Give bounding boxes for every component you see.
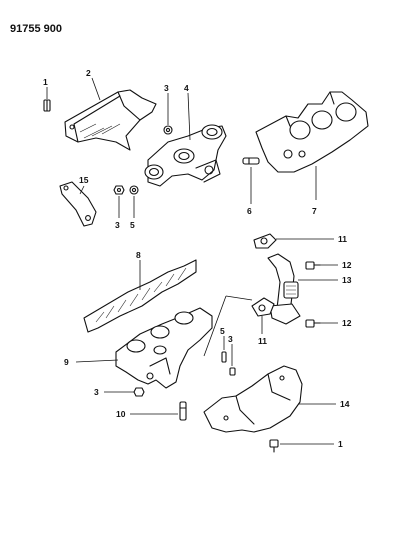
- part-5-washer-mid: [129, 185, 139, 195]
- part-3-nut-top: [163, 125, 173, 135]
- callout-3-bottom: 3: [94, 387, 99, 397]
- callout-3-top: 3: [164, 83, 169, 93]
- part-10-stud: [179, 401, 187, 421]
- part-2-upper-heat-shield: [64, 89, 157, 151]
- callout-5-low: 5: [220, 326, 225, 336]
- part-3-nut-low: [229, 367, 236, 376]
- callout-11-top: 11: [338, 234, 347, 244]
- part-1-bolt-top: [43, 99, 51, 112]
- part-4-front-exhaust-manifold: [144, 124, 227, 187]
- part-8-heat-shield-strip: [83, 259, 197, 333]
- callout-13: 13: [342, 275, 352, 285]
- part-11-gasket-top: [253, 233, 277, 249]
- part-12-bolt-top: [305, 261, 321, 270]
- callout-5-mid: 5: [130, 220, 135, 230]
- part-12-bolt-bottom: [305, 319, 321, 328]
- callout-12-bottom: 12: [342, 318, 352, 328]
- callout-7: 7: [312, 206, 317, 216]
- document-number: 91755 900: [10, 23, 62, 35]
- part-11-gasket-bottom: [251, 297, 275, 317]
- callout-2: 2: [86, 68, 91, 78]
- callout-4: 4: [184, 83, 189, 93]
- callout-3-low: 3: [228, 334, 233, 344]
- callout-1-top: 1: [43, 77, 48, 87]
- part-3-nut-bottom: [133, 387, 145, 397]
- part-9-rear-exhaust-manifold: [115, 307, 213, 389]
- part-14-lower-heat-shield: [203, 365, 303, 433]
- callout-10: 10: [116, 409, 126, 419]
- callout-6: 6: [247, 206, 252, 216]
- callout-12-top: 12: [342, 260, 352, 270]
- callout-15: 15: [79, 175, 89, 185]
- part-5-stud-low: [221, 351, 227, 363]
- part-7-manifold-gasket-large: [255, 91, 369, 173]
- part-3-nut-mid: [113, 185, 125, 195]
- part-6-stud: [242, 157, 260, 165]
- callout-11-bottom: 11: [258, 336, 267, 346]
- callout-14: 14: [340, 399, 350, 409]
- callout-9: 9: [64, 357, 69, 367]
- callout-3-mid: 3: [115, 220, 120, 230]
- part-1-bolt-bottom: [269, 439, 279, 453]
- callout-1-bottom: 1: [338, 439, 343, 449]
- part-15-bracket: [59, 181, 97, 227]
- callout-8: 8: [136, 250, 141, 260]
- part-13-egr-tube: [267, 253, 301, 325]
